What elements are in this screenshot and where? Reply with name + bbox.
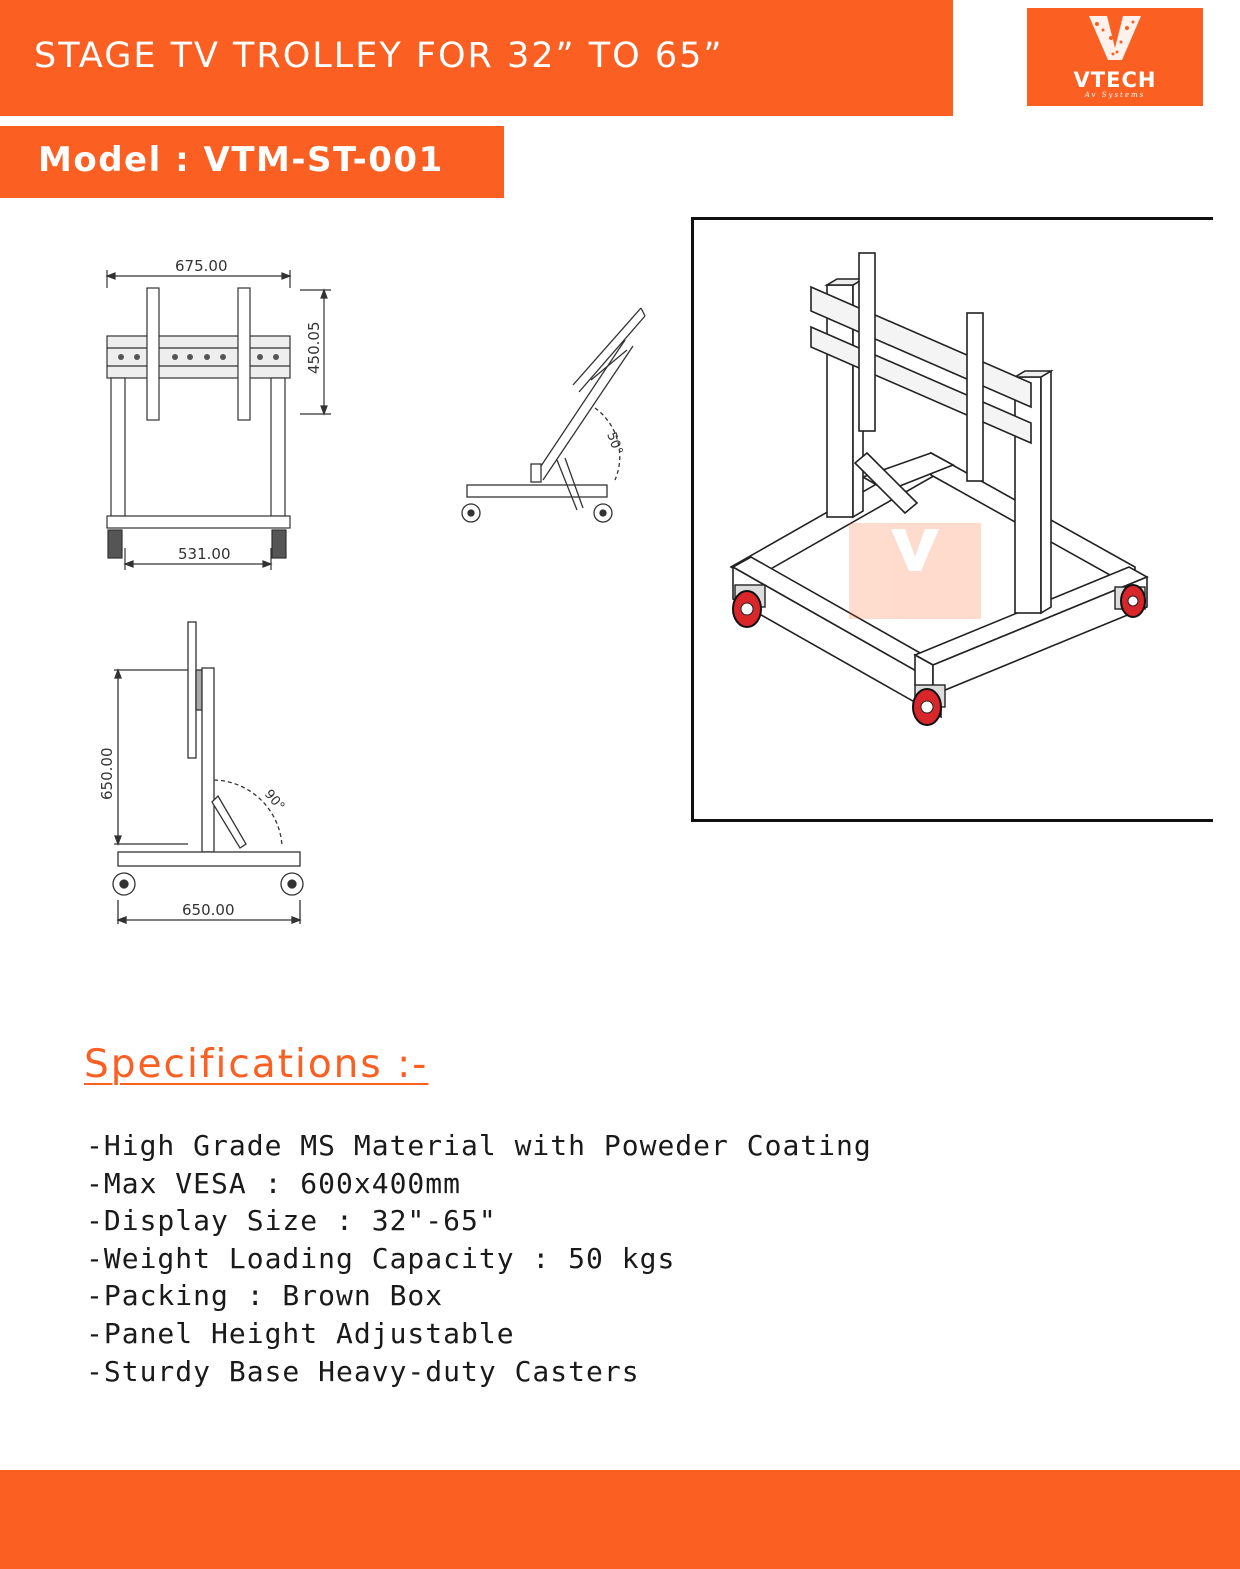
side-view-drawing: 650.00 90° 650.00 (98, 621, 304, 924)
spec-item: -Display Size : 32"-65" (86, 1204, 497, 1238)
tilt-angle-label: 50° (603, 430, 625, 457)
model-number: Model : VTM-ST-001 (38, 140, 444, 180)
side-base-dimension: 650.00 (182, 901, 235, 919)
spec-item: -Max VESA : 600x400mm (86, 1166, 462, 1200)
front-base-dimension: 531.00 (178, 545, 231, 563)
spec-item: -Packing : Brown Box (86, 1279, 444, 1313)
v-logo-icon (1089, 16, 1141, 60)
tilt-view-drawing: 50° (461, 307, 646, 523)
side-angle-label: 90° (261, 787, 287, 814)
trolley-3d-render (691, 217, 1213, 822)
side-height-dimension: 650.00 (98, 748, 116, 801)
vtech-watermark (849, 523, 981, 619)
vtech-logo: VTECH Av Systems (1027, 8, 1203, 106)
specifications-list: -High Grade MS Material with Poweder Coa… (86, 1127, 872, 1390)
spec-item: -High Grade MS Material with Poweder Coa… (86, 1129, 872, 1162)
spec-item: -Weight Loading Capacity : 50 kgs (86, 1241, 676, 1275)
spec-item: -Sturdy Base Heavy-duty Casters (86, 1354, 640, 1388)
front-height-dimension: 450.05 (305, 322, 323, 375)
specifications-heading: Specifications :- (84, 1042, 429, 1087)
model-banner: Model : VTM-ST-001 (0, 126, 504, 198)
title-banner: STAGE TV TROLLEY FOR 32” TO 65” (0, 0, 953, 116)
caster-wheels (732, 584, 1146, 726)
footer-banner (0, 1470, 1240, 1569)
logo-wordmark: VTECH (1073, 68, 1157, 92)
front-view-drawing: 675.00 450.05 531.00 (105, 257, 331, 570)
product-title: STAGE TV TROLLEY FOR 32” TO 65” (34, 36, 724, 76)
front-width-dimension: 675.00 (175, 257, 228, 275)
logo-tagline: Av Systems (1084, 91, 1146, 99)
spec-item: -Panel Height Adjustable (86, 1316, 515, 1350)
